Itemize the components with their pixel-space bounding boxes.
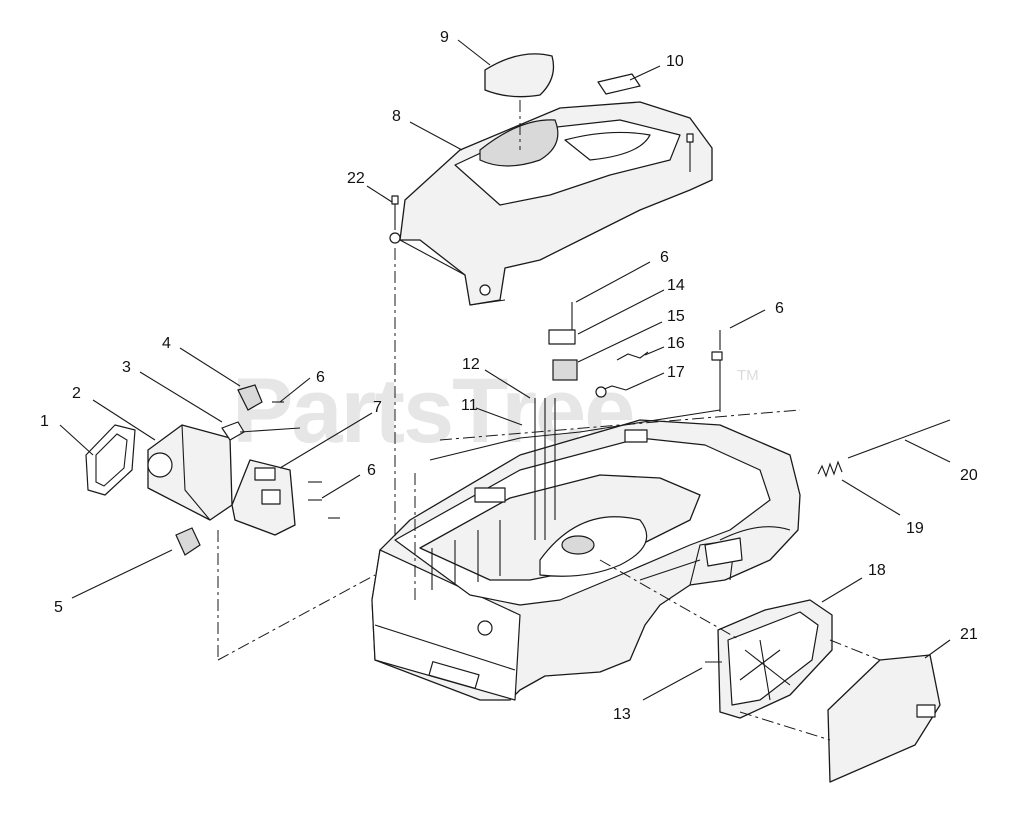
- callout-5: 5: [54, 599, 63, 616]
- leader-lines: [59, 39, 951, 701]
- callout-4: 4: [162, 335, 171, 352]
- callout-7: 7: [373, 399, 382, 416]
- decal-tag: [597, 73, 641, 95]
- callout-1: 1: [40, 413, 49, 430]
- callout-3: 3: [122, 359, 131, 376]
- block-15: [552, 359, 578, 381]
- cable-parts: [429, 302, 723, 540]
- callout-12: 12: [462, 356, 480, 373]
- callout-14: 14: [667, 277, 685, 294]
- callout-6-bracket: 6: [660, 249, 669, 266]
- callout-6-right: 6: [775, 300, 784, 317]
- callout-11: 11: [461, 397, 478, 414]
- callout-labels: 1 2 3 4 5 6 6 6 6 7 8 9 10 11 12 13 14 1…: [40, 29, 978, 723]
- spring-16: [616, 351, 649, 361]
- assembly-lines: [217, 100, 881, 741]
- rear-cover: [827, 654, 941, 783]
- callout-13: 13: [613, 706, 631, 723]
- top-shroud: [389, 101, 713, 306]
- control-panel-assembly: [85, 384, 340, 556]
- watermark-trademark: TM: [737, 367, 759, 384]
- spring-19: [817, 460, 843, 478]
- callout-19: 19: [906, 520, 924, 537]
- callout-2: 2: [72, 385, 81, 402]
- callout-10: 10: [666, 53, 684, 70]
- callout-17: 17: [667, 364, 685, 381]
- callout-18: 18: [868, 562, 886, 579]
- bracket-14: [548, 329, 576, 345]
- cable-20: [847, 419, 951, 459]
- callout-6-panel-bottom: 6: [367, 462, 376, 479]
- callout-15: 15: [667, 308, 685, 325]
- callout-16: 16: [667, 335, 685, 352]
- deck-housing: [371, 419, 801, 701]
- callout-22: 22: [347, 170, 365, 187]
- callout-6-panel-top: 6: [316, 369, 325, 386]
- callout-9: 9: [440, 29, 449, 46]
- callout-21: 21: [960, 626, 978, 643]
- callout-8: 8: [392, 108, 401, 125]
- callout-20: 20: [960, 467, 978, 484]
- seat-pad: [484, 53, 555, 98]
